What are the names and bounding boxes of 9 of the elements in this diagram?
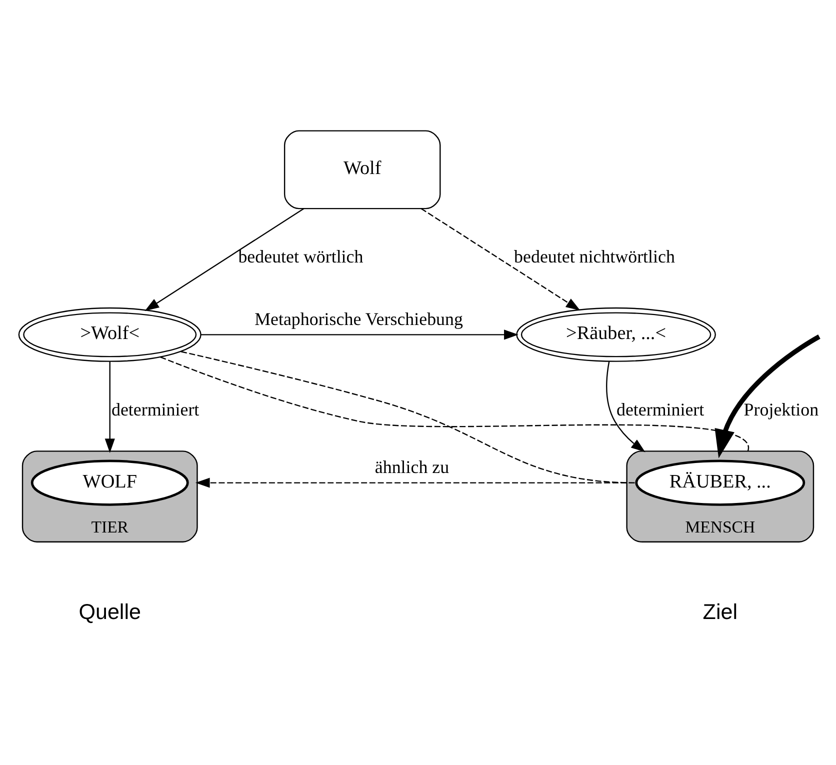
node-label: Ziel xyxy=(702,599,738,624)
edge-label: Projektion xyxy=(744,398,819,419)
edge-label: bedeutet nichtwörtlich xyxy=(514,246,675,266)
edge-label: ähnlich zu xyxy=(374,456,450,477)
edge-label: bedeutet wörtlich xyxy=(238,246,364,266)
edge-label: determiniert xyxy=(112,398,200,419)
edge-label: Metaphorische Verschiebung xyxy=(254,308,463,329)
edge-label: determiniert xyxy=(616,398,704,419)
node-label: Quelle xyxy=(78,599,141,624)
